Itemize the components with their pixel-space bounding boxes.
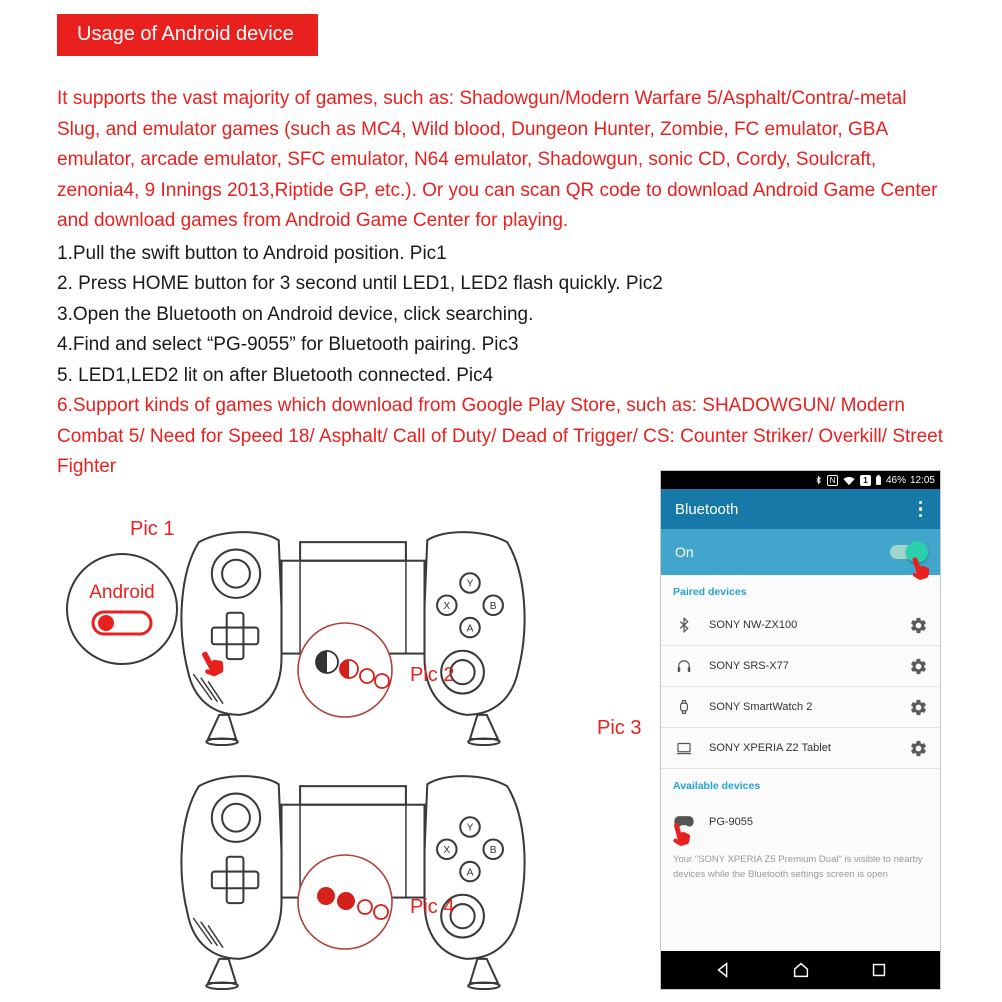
recents-button-icon[interactable] <box>869 960 889 980</box>
step-2: 2. Press HOME button for 3 second until … <box>57 273 663 294</box>
visibility-note: Your "SONY XPERIA Z5 Premium Dual" is vi… <box>673 854 923 880</box>
step-4: 4.Find and select “PG-9055” for Bluetoot… <box>57 334 519 355</box>
battery-percent: 46% <box>885 474 906 486</box>
bluetooth-status-icon <box>816 475 822 485</box>
nfc-icon: N <box>826 474 838 486</box>
home-button-icon[interactable] <box>791 960 811 980</box>
back-button-icon[interactable] <box>713 960 733 980</box>
bluetooth-header: Bluetooth <box>661 489 940 529</box>
step-1: 1.Pull the swift button to Android posit… <box>57 242 447 264</box>
status-bar: N 1 46% 12:05 <box>661 471 940 489</box>
clock: 12:05 <box>909 474 935 486</box>
settings-gear-icon[interactable] <box>909 698 928 717</box>
pic2-label: Pic 2 <box>410 664 455 686</box>
device-row-srs-x77[interactable]: SONY SRS-X77 <box>661 646 940 687</box>
bluetooth-toggle[interactable] <box>890 541 928 563</box>
battery-icon <box>876 475 881 485</box>
settings-gear-icon[interactable] <box>909 616 928 635</box>
overflow-menu-icon[interactable] <box>915 497 927 522</box>
android-switch-callout: Android <box>66 553 178 665</box>
device-row-pg9055[interactable]: PG-9055 <box>661 799 940 848</box>
device-row-smartwatch2[interactable]: SONY SmartWatch 2 <box>661 687 940 728</box>
pic1-label: Pic 1 <box>130 518 175 540</box>
watch-icon <box>673 698 695 716</box>
device-name: SONY XPERIA Z2 Tablet <box>709 742 831 754</box>
gamepad-icon <box>673 815 695 829</box>
android-nav-bar <box>661 951 940 989</box>
led-callout-pic2 <box>297 622 393 718</box>
on-label: On <box>675 544 694 560</box>
device-name: PG-9055 <box>709 816 754 828</box>
available-devices-header: Available devices <box>673 780 761 792</box>
tablet-icon <box>673 739 695 757</box>
device-name: SONY SmartWatch 2 <box>709 701 813 713</box>
instructions: It supports the vast majority of games, … <box>57 84 945 483</box>
bluetooth-title: Bluetooth <box>675 500 739 518</box>
android-switch-label: Android <box>89 581 155 603</box>
settings-gear-icon[interactable] <box>909 739 928 758</box>
led-callout-pic4 <box>297 854 393 950</box>
settings-gear-icon[interactable] <box>909 657 928 676</box>
wifi-icon <box>843 476 855 486</box>
device-row-nw-zx100[interactable]: SONY NW-ZX100 <box>661 605 940 646</box>
bluetooth-on-row[interactable]: On <box>661 529 940 582</box>
step-6: 6.Support kinds of games which download … <box>57 395 944 477</box>
page-title: Usage of Android device <box>57 14 318 56</box>
step-5: 5. LED1,LED2 lit on after Bluetooth conn… <box>57 364 494 386</box>
intro-text: It supports the vast majority of games, … <box>57 88 938 231</box>
bluetooth-icon <box>673 616 695 634</box>
android-switch-icon <box>91 610 153 635</box>
device-row-xperia-z2[interactable]: SONY XPERIA Z2 Tablet <box>661 728 940 769</box>
pic4-label: Pic 4 <box>410 896 455 918</box>
paired-devices-header: Paired devices <box>673 586 747 598</box>
pic3-label: Pic 3 <box>597 717 642 739</box>
phone-screenshot: N 1 46% 12:05 Bluetooth On Paired devic <box>660 470 941 990</box>
device-name: SONY SRS-X77 <box>709 660 789 672</box>
step-3: 3.Open the Bluetooth on Android device, … <box>57 303 534 325</box>
sim-badge: 1 <box>859 474 871 486</box>
bluetooth-device-list: Paired devices SONY NW-ZX100 SONY SRS-X7… <box>661 575 940 951</box>
headphones-icon <box>673 657 695 675</box>
device-name: SONY NW-ZX100 <box>709 619 798 631</box>
